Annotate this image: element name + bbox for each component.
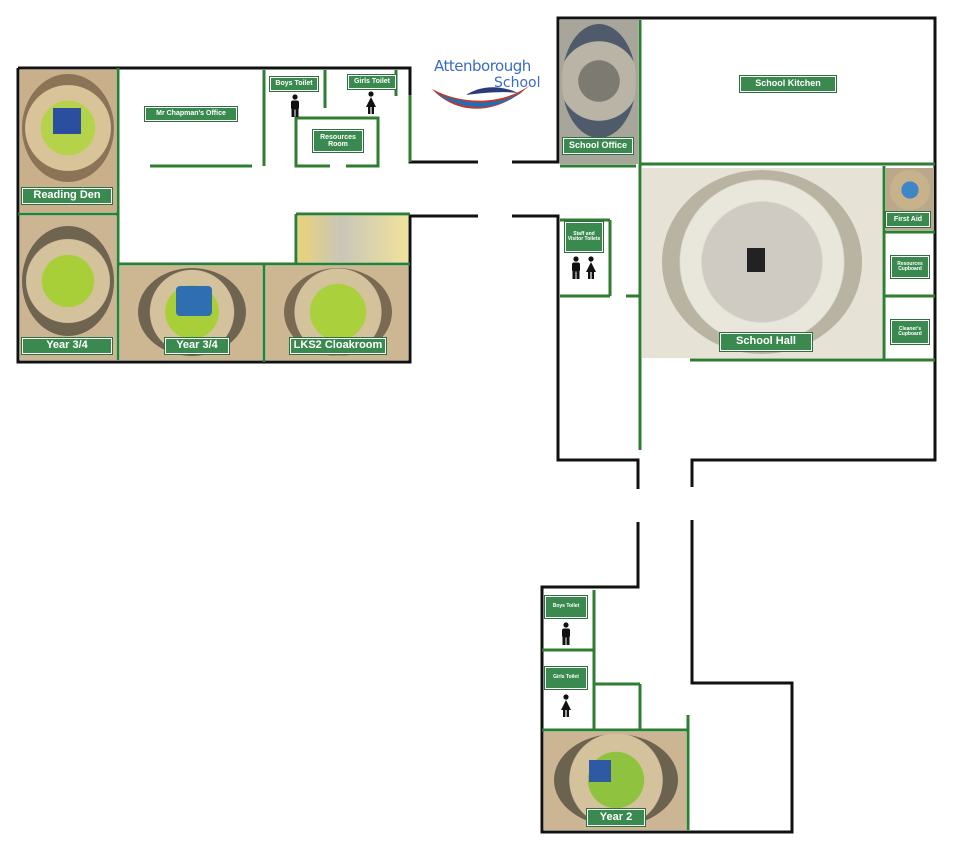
corridor-photo (298, 216, 408, 262)
label-mr-chapman-office[interactable]: Mr Chapman's Office (145, 107, 237, 121)
interior-walls (18, 20, 935, 830)
label-girls-toilet-top[interactable]: Girls Toilet (348, 75, 396, 89)
school-hall-photo (642, 168, 882, 358)
school-logo: Attenborough School (426, 55, 550, 117)
label-resources-room[interactable]: Resources Room (313, 130, 363, 152)
person-male-icon (291, 94, 299, 117)
logo-line2: School (494, 75, 541, 91)
person-male-icon (562, 622, 570, 645)
label-year2[interactable]: Year 2 (587, 809, 645, 826)
label-lks2-cloakroom[interactable]: LKS2 Cloakroom (290, 338, 386, 354)
person-male-icon (572, 256, 580, 279)
label-first-aid[interactable]: First Aid (886, 212, 930, 227)
label-resources-cupboard[interactable]: Resources Cupboard (891, 256, 929, 278)
label-boys-toilet-bottom[interactable]: Boys Toilet (545, 596, 587, 618)
year34-a-photo (20, 216, 116, 360)
label-girls-toilet-bottom[interactable]: Girls Toilet (545, 667, 587, 689)
person-female-icon (561, 694, 571, 717)
person-female-icon (366, 91, 376, 114)
label-staff-visitor-toilets[interactable]: Staff and Visitor Toilets (565, 222, 603, 252)
label-year34-b[interactable]: Year 3/4 (165, 338, 229, 354)
label-school-office[interactable]: School Office (563, 138, 633, 154)
label-reading-den[interactable]: Reading Den (22, 188, 112, 204)
person-female-icon (586, 256, 596, 279)
label-year34-a[interactable]: Year 3/4 (22, 338, 112, 354)
logo-swoosh-icon (432, 85, 530, 109)
label-boys-toilet-top[interactable]: Boys Toilet (270, 77, 318, 91)
logo-line1: Attenborough (434, 57, 531, 75)
label-cleaners-cupboard[interactable]: Cleaner's Cupboard (891, 320, 929, 344)
label-school-kitchen[interactable]: School Kitchen (740, 76, 836, 92)
outer-walls (16, 16, 937, 834)
label-school-hall[interactable]: School Hall (720, 333, 812, 351)
